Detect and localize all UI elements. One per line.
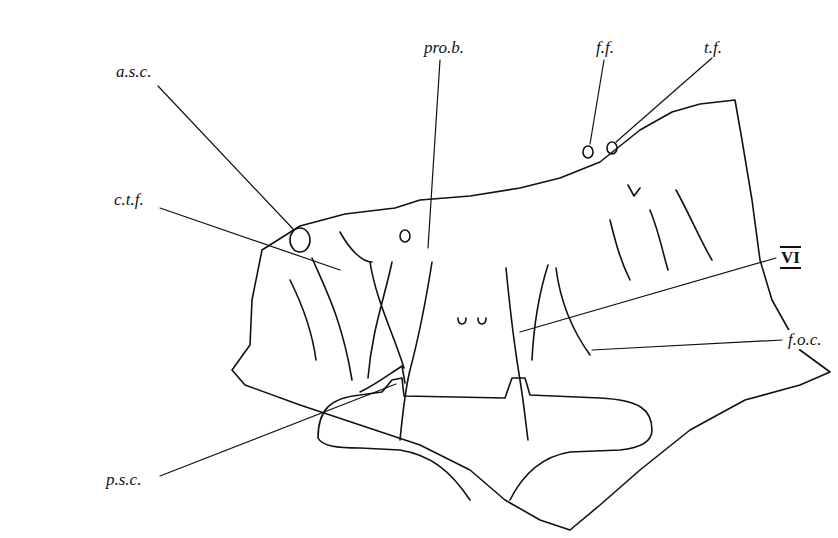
leader-line xyxy=(592,340,782,350)
leader-line xyxy=(520,258,776,332)
leader-line xyxy=(428,60,440,248)
part-label: f.f. xyxy=(594,38,616,57)
leader-line xyxy=(590,60,604,144)
basioccipital-right xyxy=(506,268,528,440)
leader-line xyxy=(158,86,294,230)
part-label: a.s.c. xyxy=(114,62,153,81)
bone-outline xyxy=(232,100,830,530)
tf-circle xyxy=(607,142,617,154)
nerve-number: VI xyxy=(780,246,801,269)
basioccipital-left xyxy=(400,262,432,440)
leader-line xyxy=(616,58,712,142)
leader-line xyxy=(160,208,340,270)
vi-marks xyxy=(628,185,640,196)
foc-ridge xyxy=(532,190,712,360)
vi-foramina xyxy=(458,318,486,324)
leader-line xyxy=(160,384,396,476)
inner-ridge xyxy=(368,262,404,378)
foramen-circle xyxy=(400,230,410,242)
part-label: p.s.c. xyxy=(104,470,143,489)
part-label: f.o.c. xyxy=(786,330,824,349)
occipital-bar xyxy=(318,378,652,500)
psc-ridge xyxy=(360,366,405,392)
leader-lines xyxy=(158,58,782,476)
ff-circle xyxy=(583,146,593,158)
part-label: c.t.f. xyxy=(112,190,146,209)
asc-circle xyxy=(290,228,310,252)
part-label: pro.b. xyxy=(422,38,466,57)
part-label: t.f. xyxy=(702,38,724,57)
ctf-ridge xyxy=(290,232,372,380)
